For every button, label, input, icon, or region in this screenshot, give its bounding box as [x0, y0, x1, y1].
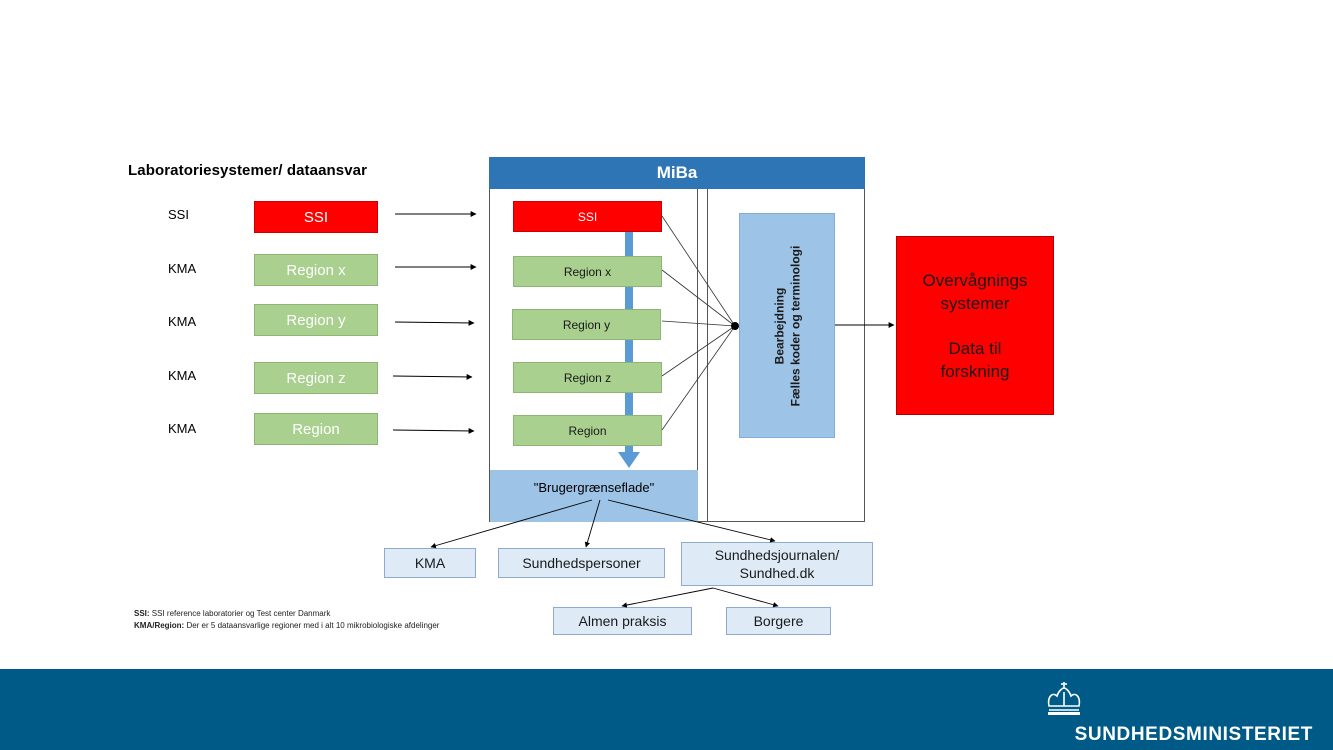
miba-row-region-x: Region x: [513, 256, 662, 287]
line-ssi-to-hub: [661, 215, 736, 327]
miba-processing-panel: [707, 188, 865, 522]
source-box-region-x: Region x: [254, 254, 378, 286]
output-line-4: forskning: [940, 361, 1010, 381]
source-box-region-z: Region z: [254, 362, 378, 394]
processing-box: [739, 213, 835, 438]
footnote-kma-term: KMA/Region:: [134, 621, 185, 630]
line-region-to-hub: [661, 325, 736, 431]
output-line-1: Overvågnings: [922, 270, 1028, 290]
line-region-x-to-hub: [661, 269, 736, 327]
user-box-sundhedspersoner: Sundhedspersoner: [498, 548, 665, 578]
journal-line-1: Sundhedsjournalen/: [714, 547, 840, 563]
user-box-borgere: Borgere: [726, 607, 831, 635]
miba-row-ssi: SSI: [513, 201, 662, 232]
arrow-region-y-to-miba: [394, 319, 475, 326]
line-region-z-to-hub: [661, 325, 736, 377]
miba-database-panel: [489, 188, 698, 470]
miba-row-region: Region: [513, 415, 662, 446]
source-label-kma-3: KMA: [168, 368, 197, 383]
footnote: SSI: SSI reference laboratorier og Test …: [134, 608, 464, 632]
footnote-ssi-text: SSI reference laboratorier og Test cente…: [149, 609, 331, 618]
source-box-region-y: Region y: [254, 304, 378, 336]
output-line-2: systemer: [940, 293, 1010, 313]
arrow-journal-to-borgere: [712, 587, 779, 608]
user-box-almen-praksis: Almen praksis: [553, 607, 692, 635]
footnote-ssi-term: SSI:: [134, 609, 150, 618]
source-label-ssi: SSI: [168, 207, 189, 222]
arrow-region-to-miba: [392, 427, 475, 434]
crown-icon: [1047, 682, 1081, 715]
arrow-journal-to-almen: [621, 587, 714, 608]
miba-row-region-z: Region z: [513, 362, 662, 393]
user-box-kma: KMA: [384, 548, 476, 578]
diagram-heading: Laboratoriesystemer/ dataansvar: [128, 162, 368, 179]
journal-line-2: Sundhed.dk: [739, 565, 815, 581]
output-box: Overvågnings systemer Data til forskning: [896, 236, 1054, 415]
source-box-region: Region: [254, 413, 378, 445]
source-label-kma-4: KMA: [168, 421, 197, 436]
brand-wordmark: SUNDHEDSMINISTERIET: [1074, 724, 1313, 745]
user-interface-label: "Brugergrænseflade": [533, 479, 655, 495]
miba-row-region-y: Region y: [512, 309, 661, 340]
hub-dot: [731, 322, 739, 330]
source-box-ssi: SSI: [254, 201, 378, 233]
footer-band: [0, 669, 1333, 750]
line-region-y-to-hub: [661, 320, 736, 327]
arrow-ui-to-kma: [430, 499, 593, 549]
miba-title: MiBa: [489, 157, 865, 189]
arrow-ui-to-sundhedspersoner: [584, 499, 601, 548]
source-label-kma-2: KMA: [168, 314, 197, 329]
user-box-sundhedsjournalen: Sundhedsjournalen/ Sundhed.dk: [681, 542, 873, 586]
source-label-kma-1: KMA: [168, 261, 197, 276]
flow-down-arrow: [618, 230, 640, 468]
arrow-ui-to-journal: [607, 499, 776, 543]
footnote-kma-text: Der er 5 dataansvarlige regioner med i a…: [184, 621, 440, 630]
arrow-region-z-to-miba: [392, 373, 473, 380]
output-line-3: Data til: [948, 338, 1002, 358]
